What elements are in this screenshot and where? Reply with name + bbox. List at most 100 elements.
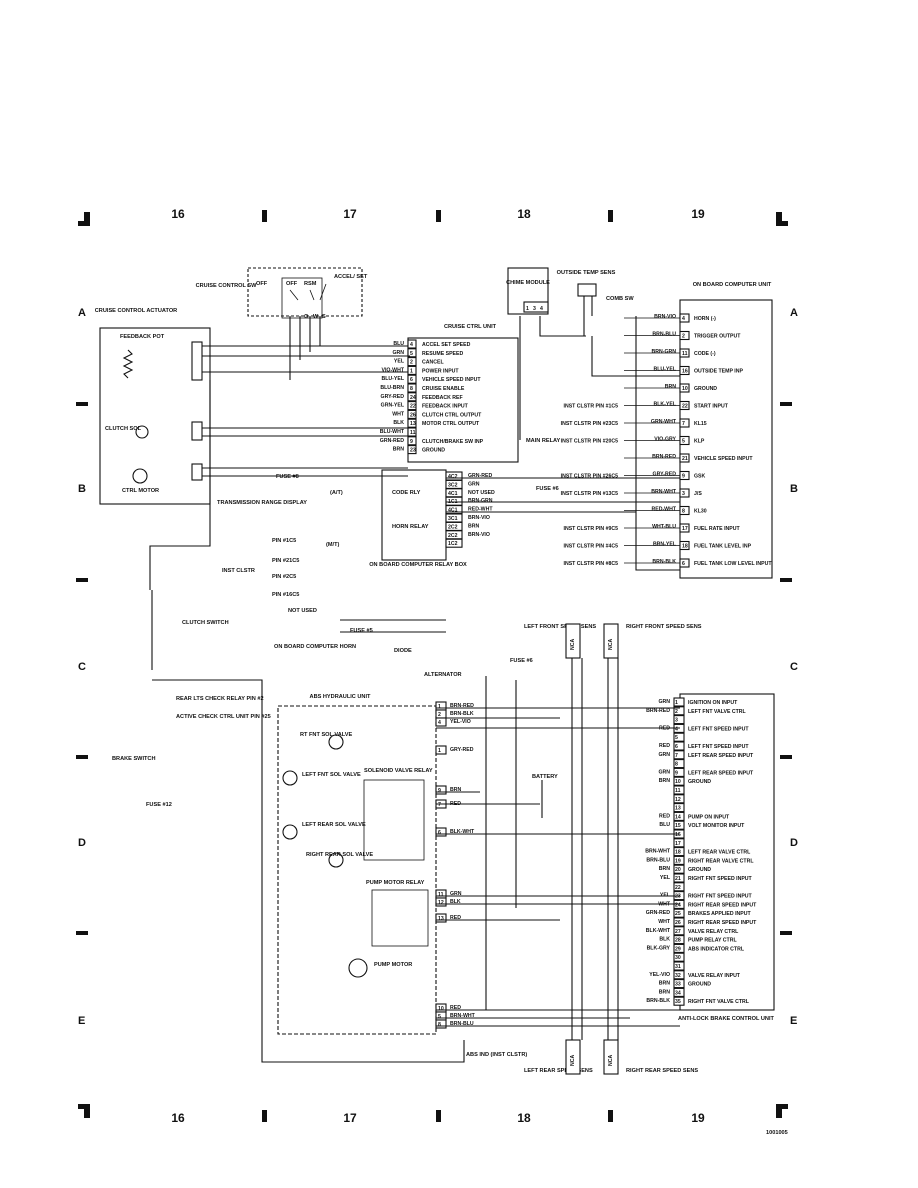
abs-ctrl-pin-number: 11 bbox=[675, 788, 681, 794]
abs-unit-pin-wire: GRY-RED bbox=[450, 747, 474, 753]
cruise-pin-number: 2 bbox=[410, 360, 413, 366]
abs-ctrl-pin-function: RIGHT REAR SPEED INPUT bbox=[688, 920, 757, 926]
abs-ctrl-pin-wire: BLK-GRY bbox=[647, 945, 671, 951]
cruise-pin-box bbox=[407, 339, 417, 349]
abs-ctrl-pin-function: RIGHT REAR SPEED INPUT bbox=[688, 902, 757, 908]
col-16-bottom: 16 bbox=[171, 1111, 185, 1125]
abs-ctrl-pin-box bbox=[673, 943, 685, 953]
feedback-pot-label: FEEDBACK POT bbox=[120, 334, 165, 340]
obc-pin-number: 8 bbox=[682, 509, 685, 515]
abs-ctrl-pin-function: LEFT FNT SPEED INPUT bbox=[688, 726, 749, 732]
cruise-pin-box bbox=[407, 445, 417, 455]
obc-pin-function: GSK bbox=[694, 474, 705, 480]
cruise-pin-function: ACCEL SET SPEED bbox=[422, 342, 471, 348]
cruise-pin-number: 11 bbox=[410, 430, 416, 436]
fuse6a-label: FUSE #6 bbox=[510, 658, 533, 664]
obc-pin-number: 22 bbox=[682, 404, 688, 410]
abs-ctrl-pin-wire: GRN bbox=[658, 752, 670, 758]
abs-ctrl-pin-number: 8 bbox=[675, 762, 678, 768]
frame-markers bbox=[76, 210, 792, 1122]
abs-unit-pin-number: 12 bbox=[438, 900, 444, 906]
abs-ctrl-pin-number: 19 bbox=[675, 858, 681, 864]
abs-ctrl-pin-wire: BRN-BLU bbox=[646, 857, 670, 863]
fuse8-label: FUSE #8 bbox=[276, 474, 299, 480]
abs-ctrl-pin-box bbox=[673, 952, 685, 962]
cruise-pin-box bbox=[407, 409, 417, 419]
rt-fnt-sol-valve: RT FNT SOL VALVE bbox=[300, 732, 352, 738]
abs-ctrl-pin-box bbox=[673, 803, 685, 813]
abs-ctrl-pin-box bbox=[673, 917, 685, 927]
abs-ctrl-pin-function: LEFT FNT VALVE CTRL bbox=[688, 709, 747, 715]
solenoid-valve-relay: SOLENOID VALVE RELAY bbox=[364, 768, 433, 774]
obc-pin-number: 10 bbox=[682, 386, 688, 392]
abs-unit-pin-number: 13 bbox=[438, 916, 444, 922]
abs-unit-pin-wire: BRN-RED bbox=[450, 703, 474, 709]
abs-unit-pin-box bbox=[435, 913, 447, 923]
left-rear-sol-valve: LEFT REAR SOL VALVE bbox=[302, 822, 366, 828]
cruise-pin-function: RESUME SPEED bbox=[422, 351, 463, 357]
relay-pin-number: 2C2 bbox=[448, 524, 458, 530]
abs-unit-pin-wire: RED bbox=[450, 915, 461, 921]
pump-motor: PUMP MOTOR bbox=[374, 962, 412, 968]
obc-pin-number: 3 bbox=[682, 491, 685, 497]
abs-ctrl-pin-number: 28 bbox=[675, 938, 681, 944]
abs-unit-pin-wire: YEL-VIO bbox=[450, 719, 471, 725]
cruise-pin-box bbox=[407, 436, 417, 446]
nca-lf: NCA bbox=[570, 639, 576, 650]
at-label: (A/T) bbox=[330, 490, 343, 496]
abs-ctrl-pin-box bbox=[673, 767, 685, 777]
abs-ctrl-pin-number: 2 bbox=[675, 709, 678, 715]
cruise-pin-box bbox=[407, 427, 417, 437]
obc-title: ON BOARD COMPUTER UNIT bbox=[693, 282, 772, 288]
chime-module: CHIME MODULE 1 3 4 bbox=[506, 267, 550, 315]
chime-pin-3: 3 bbox=[533, 306, 536, 312]
obc-pin-number: 7 bbox=[682, 421, 685, 427]
abs-ctrl-pin-wire: BRN bbox=[659, 778, 670, 784]
cruise-pin-number: 9 bbox=[410, 439, 413, 445]
abs-ctrl-pin-box bbox=[673, 741, 685, 751]
obc-pin-function: KL15 bbox=[694, 421, 707, 427]
cruise-pin-function: POWER INPUT bbox=[422, 368, 459, 374]
footer-code: 1001005 bbox=[766, 1130, 788, 1136]
obc-pin-function: OUTSIDE TEMP INP bbox=[694, 369, 743, 375]
cruise-pin-wire: GRY-RED bbox=[381, 394, 405, 400]
abs-ctrl-pin-function: PUMP RELAY CTRL bbox=[688, 938, 737, 944]
abs-ctrl-pin-wire: GRN bbox=[658, 769, 670, 775]
abs-ctrl-pin-box bbox=[673, 979, 685, 989]
pin16c5-label: PIN #16C5 bbox=[272, 592, 299, 598]
abs-ctrl-title: ANTI-LOCK BRAKE CONTROL UNIT bbox=[678, 1016, 774, 1022]
abs-ctrl-pin-number: 27 bbox=[675, 929, 681, 935]
abs-ctrl-pin-number: 9 bbox=[675, 770, 678, 776]
relay-pin-wire: NOT USED bbox=[468, 490, 495, 496]
obc-pin-function: KLP bbox=[694, 439, 705, 445]
lr-speed-label: LEFT REAR SPEED SENS bbox=[524, 1068, 593, 1074]
abs-ctrl-pin-function: GROUND bbox=[688, 867, 711, 873]
abs-ctrl-pin-function: LEFT REAR VALVE CTRL bbox=[688, 850, 751, 856]
active-check-label: ACTIVE CHECK CTRL UNIT PIN #25 bbox=[176, 714, 271, 720]
obc-pin-number: 18 bbox=[682, 544, 688, 550]
abs-ctrl-pin-box bbox=[673, 820, 685, 830]
abs-unit-pin-wire: GRN bbox=[450, 891, 462, 897]
abs-unit-pin-box bbox=[435, 897, 447, 907]
abs-ctrl-pin-function: RIGHT FNT SPEED INPUT bbox=[688, 894, 753, 900]
abs-ctrl-pin-wire: YEL bbox=[660, 875, 671, 881]
abs-ctrl-pin-number: 17 bbox=[675, 841, 681, 847]
relay-pin-wire: GRN-RED bbox=[468, 473, 492, 479]
abs-ctrl-pin-function: BRAKES APPLIED INPUT bbox=[688, 911, 751, 917]
inst-clstr-label: INST CLSTR bbox=[222, 568, 255, 574]
cruise-pin-number: 1 bbox=[410, 368, 413, 374]
obc-pin-number: 9 bbox=[682, 474, 685, 480]
obc-pin-wire: BRN-BLK bbox=[652, 559, 676, 565]
row-labels: A B C D E A B C D E bbox=[78, 307, 798, 1027]
abs-ctrl-pin-function: GROUND bbox=[688, 982, 711, 988]
abs-ctrl-pin-box bbox=[673, 732, 685, 742]
abs-ctrl-pin-wire: BRN bbox=[659, 981, 670, 987]
relay-pin-number: 1C2 bbox=[448, 541, 458, 547]
abs-unit-pin-number: 1 bbox=[438, 704, 441, 710]
abs-ctrl-pin-number: 33 bbox=[675, 982, 681, 988]
cruise-unit-title: CRUISE CTRL UNIT bbox=[444, 324, 497, 330]
abs-ctrl-pin-box bbox=[673, 855, 685, 865]
abs-ctrl-pin-number: 6 bbox=[675, 744, 678, 750]
